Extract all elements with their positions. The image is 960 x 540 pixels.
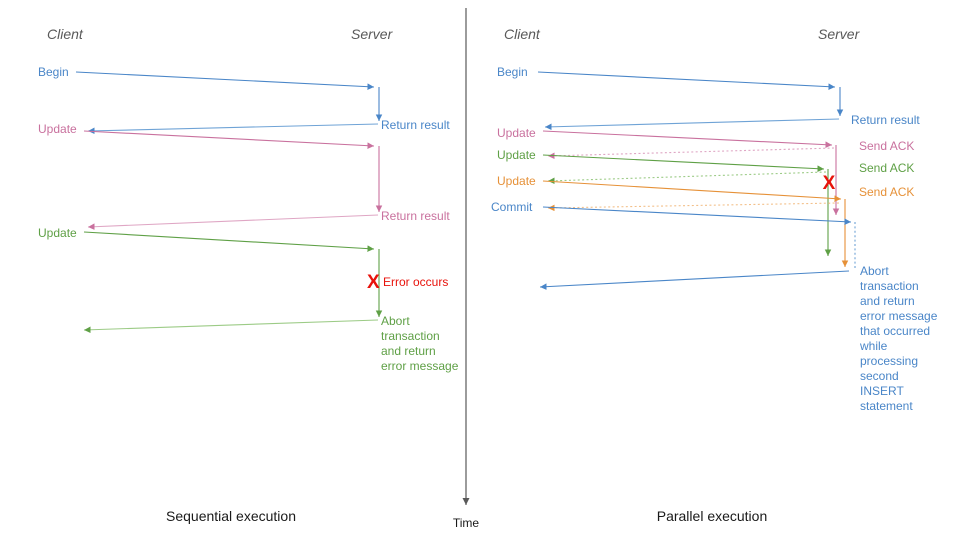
client-label-begin: Begin — [38, 65, 69, 79]
abort-note-parallel-line-2: and return — [860, 294, 915, 308]
abort-note-parallel-line-0: Abort — [860, 264, 889, 278]
client-label-update-2-parallel: Update — [497, 148, 536, 162]
message-update-1-parallel: Update Send ACK — [497, 126, 914, 215]
client-label-update-3-parallel: Update — [497, 174, 536, 188]
abort-note-parallel-line-9: statement — [860, 399, 913, 413]
abort-note-line-3: error message — [381, 359, 459, 373]
server-label-return-result-parallel: Return result — [851, 113, 920, 127]
server-label-send-ack-3: Send ACK — [859, 185, 914, 199]
arrow-update2-request — [83, 231, 375, 252]
arrow-ack2-dotted — [547, 171, 827, 185]
message-commit-parallel: Commit Abort transaction and return erro… — [491, 200, 938, 413]
lane-title-client: Client — [47, 26, 84, 42]
client-label-begin-parallel: Begin — [497, 65, 528, 79]
error-occurs-label: Error occurs — [383, 275, 448, 289]
abort-note-parallel-line-8: INSERT — [860, 384, 904, 398]
lane-title-server-parallel: Server — [818, 26, 861, 42]
client-label-update-1: Update — [38, 122, 77, 136]
abort-note-parallel-line-5: while — [859, 339, 888, 353]
abort-note-line-2: and return — [381, 344, 436, 358]
arrow-commit-request — [542, 206, 852, 225]
abort-note-parallel-line-7: second — [860, 369, 899, 383]
arrow-update3-request-parallel — [542, 180, 842, 202]
arrow-begin-response — [87, 123, 379, 135]
server-label-return-result-1: Return result — [381, 118, 450, 132]
abort-note-parallel-line-1: transaction — [860, 279, 919, 293]
arrow-update2-response — [83, 319, 379, 334]
arrow-ack1-dotted — [547, 147, 835, 160]
arrow-ack3-dotted — [547, 202, 840, 212]
lane-title-server: Server — [351, 26, 394, 42]
caption-sequential: Sequential execution — [166, 508, 296, 524]
arrow-update1-response — [87, 214, 379, 231]
message-update-1: Update Return result — [38, 122, 450, 231]
abort-note-line-1: transaction — [381, 329, 440, 343]
arrow-begin-response-parallel — [544, 118, 840, 131]
message-update-2: Update X Error occurs Abort transaction … — [38, 226, 459, 373]
server-label-send-ack-2: Send ACK — [859, 161, 914, 175]
message-update-2-parallel: Update Send ACK X — [497, 148, 914, 256]
abort-note-parallel-line-6: processing — [860, 354, 918, 368]
time-axis: Time — [453, 8, 480, 530]
client-label-update-1-parallel: Update — [497, 126, 536, 140]
client-label-update-2: Update — [38, 226, 77, 240]
server-label-return-result-2: Return result — [381, 209, 450, 223]
abort-note-parallel-line-4: that occurred — [860, 324, 930, 338]
client-label-commit: Commit — [491, 200, 533, 214]
arrow-update2-request-parallel — [542, 154, 825, 172]
time-axis-label: Time — [453, 516, 480, 530]
arrow-update1-request — [83, 130, 375, 149]
arrow-begin-request-parallel — [537, 71, 836, 90]
arrow-update1-request-parallel — [542, 130, 833, 148]
error-x-icon: X — [367, 272, 380, 293]
message-update-3-parallel: Update Send ACK — [497, 174, 914, 267]
arrow-abort-response — [539, 270, 850, 290]
caption-parallel: Parallel execution — [657, 508, 768, 524]
message-begin: Begin Return result — [38, 65, 450, 135]
abort-note-parallel-line-3: error message — [860, 309, 938, 323]
error-x-icon-parallel: X — [823, 173, 836, 194]
message-begin-parallel: Begin Return result — [497, 65, 920, 131]
abort-note-line-0: Abort — [381, 314, 410, 328]
panel-parallel: Client Server Begin Return result Update… — [491, 26, 938, 524]
lane-title-client-parallel: Client — [504, 26, 541, 42]
arrow-begin-request — [75, 71, 375, 90]
server-label-send-ack-1: Send ACK — [859, 139, 914, 153]
panel-sequential: Client Server Begin Return result Update… — [38, 26, 459, 524]
